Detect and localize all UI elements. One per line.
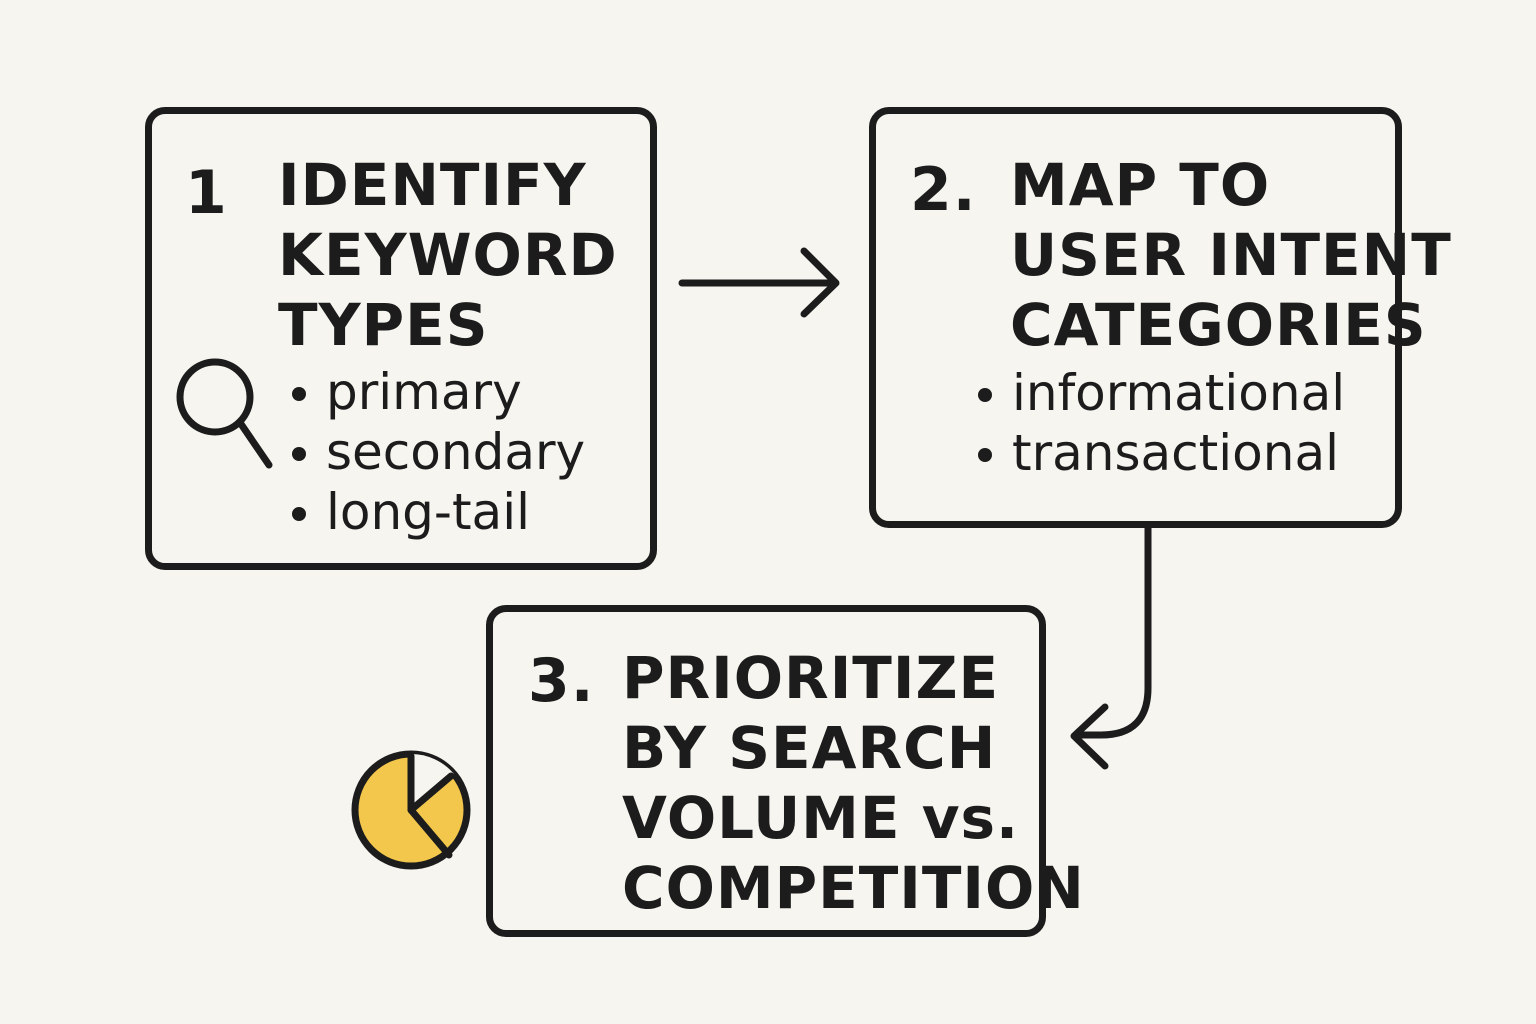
step-2-title-line-3: CATEGORIES xyxy=(1010,291,1427,359)
step-1-bullet-secondary: secondary xyxy=(290,422,585,482)
step-3-title-line-3: VOLUME vs. xyxy=(622,784,1020,852)
step-2-title-line-2: USER INTENT xyxy=(1010,221,1452,289)
step-1-bullets: primary secondary long-tail xyxy=(290,362,585,542)
step-2-title-line-1: MAP TO xyxy=(1010,151,1271,219)
step-3-title-line-4: COMPETITION xyxy=(622,854,1085,922)
pie-chart-icon xyxy=(351,750,471,870)
step-3-number: 3. xyxy=(528,646,595,716)
arrow-step1-to-step2 xyxy=(678,247,840,318)
magnifying-glass-icon xyxy=(176,358,273,469)
arrow-step2-to-step3 xyxy=(1070,524,1152,770)
step-2-box xyxy=(869,107,1402,528)
step-1-title-line-1: IDENTIFY xyxy=(278,151,587,219)
step-3-title-line-1: PRIORITIZE xyxy=(622,644,1000,712)
step-2-bullets: informational transactional xyxy=(976,363,1345,483)
step-1-title-line-2: KEYWORD xyxy=(278,221,618,289)
step-1-bullet-long-tail: long-tail xyxy=(290,482,585,542)
step-1-title-line-3: TYPES xyxy=(278,291,489,359)
step-3-title-line-2: BY SEARCH xyxy=(622,714,997,782)
step-3-box xyxy=(486,605,1046,937)
step-2-bullet-transactional: transactional xyxy=(976,423,1345,483)
step-2-title: MAP TO USER INTENT CATEGORIES xyxy=(1010,150,1452,360)
step-1-bullet-primary: primary xyxy=(290,362,585,422)
step-2-bullet-informational: informational xyxy=(976,363,1345,423)
step-1-box xyxy=(145,107,657,570)
step-3-title: PRIORITIZE BY SEARCH VOLUME vs. COMPETIT… xyxy=(622,643,1085,923)
step-1-number: 1 xyxy=(185,158,228,228)
step-2-number: 2. xyxy=(910,155,977,225)
step-1-title: IDENTIFY KEYWORD TYPES xyxy=(278,150,618,360)
